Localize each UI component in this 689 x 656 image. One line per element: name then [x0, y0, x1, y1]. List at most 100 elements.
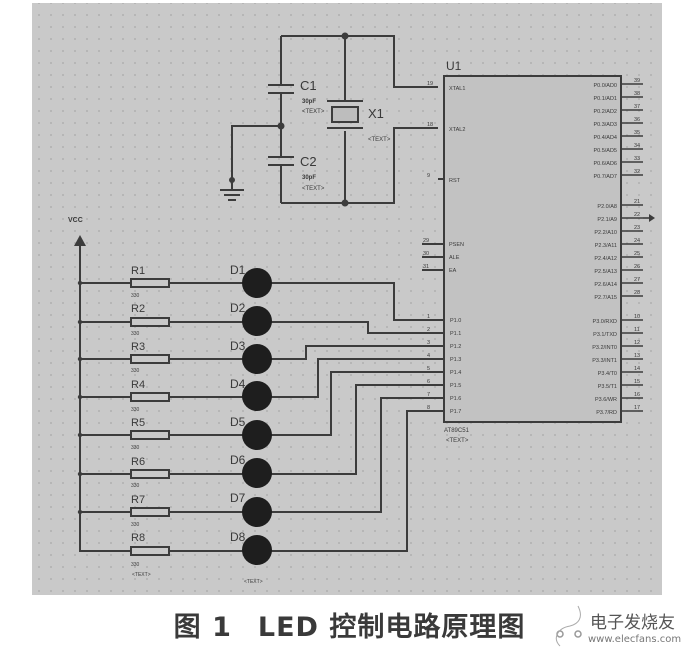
svg-text:12: 12 — [634, 340, 640, 346]
svg-text:D6: D6 — [230, 453, 246, 467]
svg-text:14: 14 — [634, 366, 640, 372]
c1-text-label: <TEXT> — [302, 109, 325, 115]
svg-text:P2.2/A10: P2.2/A10 — [594, 230, 617, 236]
svg-text:P2.3/A11: P2.3/A11 — [595, 243, 617, 249]
svg-text:D7: D7 — [230, 491, 246, 505]
x1-text-label: <TEXT> — [368, 137, 391, 143]
svg-text:330: 330 — [131, 331, 140, 337]
svg-text:P3.0/RXD: P3.0/RXD — [593, 319, 617, 325]
svg-text:36: 36 — [634, 117, 640, 123]
svg-text:22: 22 — [634, 212, 640, 218]
svg-text:P1.2: P1.2 — [450, 344, 461, 350]
svg-text:19: 19 — [427, 81, 433, 87]
c2-ref-label: C2 — [300, 154, 317, 169]
svg-text:R4: R4 — [131, 379, 145, 391]
svg-text:ALE: ALE — [449, 255, 460, 261]
svg-text:P1.1: P1.1 — [450, 331, 461, 337]
svg-text:R1: R1 — [131, 265, 145, 277]
svg-text:P1.3: P1.3 — [450, 357, 461, 363]
svg-text:330: 330 — [131, 293, 140, 299]
c1-value-label: 30pF — [302, 99, 316, 105]
svg-text:1: 1 — [427, 314, 430, 320]
svg-text:37: 37 — [634, 104, 640, 110]
svg-text:15: 15 — [634, 379, 640, 385]
svg-text:330: 330 — [131, 407, 140, 413]
svg-text:13: 13 — [634, 353, 640, 359]
led-d5-icon — [242, 420, 272, 450]
led-d6-icon — [242, 458, 272, 488]
svg-text:17: 17 — [634, 405, 640, 411]
svg-text:P2.7/A15: P2.7/A15 — [594, 295, 617, 301]
svg-text:D4: D4 — [230, 377, 246, 391]
c1-ref-label: C1 — [300, 78, 317, 93]
svg-text:32: 32 — [634, 169, 640, 175]
svg-text:16: 16 — [634, 392, 640, 398]
c2-value-label: 30pF — [302, 175, 316, 181]
svg-text:D3: D3 — [230, 339, 246, 353]
led-d7-icon — [242, 497, 272, 527]
svg-text:6: 6 — [427, 379, 430, 385]
watermark-brand: 电子发烧友 — [590, 613, 675, 633]
led-d8-icon — [242, 535, 272, 565]
svg-text:P1.7: P1.7 — [450, 409, 461, 415]
svg-text:330: 330 — [131, 522, 140, 528]
svg-text:29: 29 — [423, 238, 429, 244]
svg-text:3: 3 — [427, 340, 430, 346]
svg-text:11: 11 — [634, 327, 640, 333]
svg-text:P3.5/T1: P3.5/T1 — [598, 384, 617, 390]
svg-text:P3.2/INT0: P3.2/INT0 — [592, 345, 617, 351]
svg-text:7: 7 — [427, 392, 430, 398]
svg-text:33: 33 — [634, 156, 640, 162]
x1-ref-label: X1 — [368, 106, 384, 121]
led-d1-icon — [242, 268, 272, 298]
svg-text:24: 24 — [634, 238, 640, 244]
svg-text:D8: D8 — [230, 530, 246, 544]
svg-text:28: 28 — [634, 290, 640, 296]
svg-text:P0.3/AD3: P0.3/AD3 — [593, 122, 617, 128]
svg-text:P3.7/RD: P3.7/RD — [596, 410, 617, 416]
svg-text:P0.6/AD6: P0.6/AD6 — [593, 161, 617, 167]
led-d3-icon — [242, 344, 272, 374]
svg-text:P0.2/AD2: P0.2/AD2 — [593, 109, 617, 115]
svg-text:R6: R6 — [131, 456, 145, 468]
svg-text:P1.5: P1.5 — [450, 383, 461, 389]
svg-text:EA: EA — [449, 268, 457, 274]
svg-text:XTAL2: XTAL2 — [449, 127, 465, 133]
svg-text:18: 18 — [427, 122, 433, 128]
svg-text:P1.6: P1.6 — [450, 396, 461, 402]
svg-text:XTAL1: XTAL1 — [449, 86, 465, 92]
svg-text:RST: RST — [449, 178, 461, 184]
mcu-body — [443, 75, 622, 423]
svg-text:R2: R2 — [131, 303, 145, 315]
svg-text:27: 27 — [634, 277, 640, 283]
mcu-text-label: <TEXT> — [446, 438, 469, 444]
svg-text:25: 25 — [634, 251, 640, 257]
svg-text:P3.6/WR: P3.6/WR — [595, 397, 617, 403]
svg-text:330: 330 — [131, 483, 140, 489]
x1-crystal-icon — [331, 106, 359, 123]
svg-text:9: 9 — [427, 173, 430, 179]
led-icons — [242, 268, 272, 565]
svg-text:P2.0/A8: P2.0/A8 — [597, 204, 617, 210]
mcu-part-label: AT89C51 — [444, 428, 470, 434]
figure-number: 图 1 — [173, 612, 232, 643]
svg-text:P3.4/T0: P3.4/T0 — [598, 371, 617, 377]
svg-text:R7: R7 — [131, 494, 145, 506]
c2-text-label: <TEXT> — [302, 186, 325, 192]
svg-text:330: 330 — [131, 562, 140, 568]
svg-text:39: 39 — [634, 78, 640, 84]
svg-text:P0.4/AD4: P0.4/AD4 — [593, 135, 617, 141]
svg-text:P3.1/TXD: P3.1/TXD — [593, 332, 617, 338]
svg-text:P1.4: P1.4 — [450, 370, 461, 376]
svg-text:23: 23 — [634, 225, 640, 231]
p2-arrow-icon — [649, 214, 655, 222]
svg-text:38: 38 — [634, 91, 640, 97]
svg-text:P3.3/INT1: P3.3/INT1 — [592, 358, 617, 364]
watermark: 电子发烧友 www.elecfans.com — [548, 604, 689, 654]
svg-text:P2.5/A13: P2.5/A13 — [594, 269, 617, 275]
svg-text:35: 35 — [634, 130, 640, 136]
svg-text:P2.4/A12: P2.4/A12 — [594, 256, 617, 262]
svg-text:P0.5/AD5: P0.5/AD5 — [593, 148, 617, 154]
watermark-url: www.elecfans.com — [588, 634, 682, 645]
